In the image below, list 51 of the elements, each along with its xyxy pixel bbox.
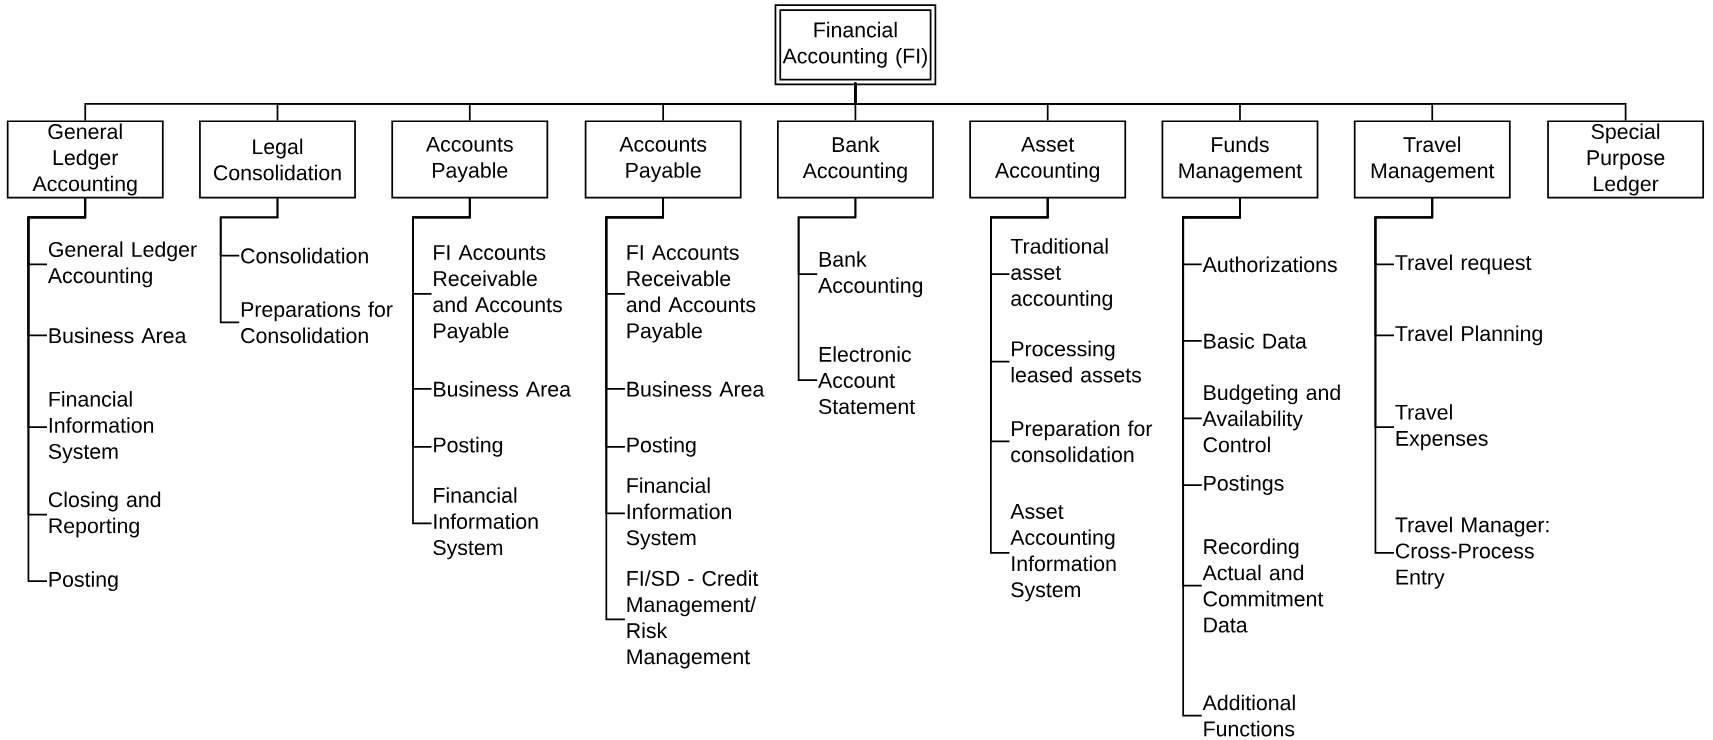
connector-line bbox=[990, 197, 1049, 554]
category-box: Accounts Payable bbox=[391, 120, 549, 199]
category-box: Bank Accounting bbox=[777, 120, 934, 199]
subcategory-label: Financial Information System bbox=[48, 391, 154, 464]
connector-line bbox=[1374, 197, 1434, 554]
subcategory-label: Posting bbox=[434, 437, 503, 457]
subcategory-label: FI Accounts Receivable and Accounts Payable bbox=[433, 245, 562, 343]
connector-line bbox=[1182, 197, 1241, 717]
subcategory-label: Preparation for consolidation bbox=[1011, 420, 1153, 463]
category-box: Accounts Payable bbox=[584, 120, 742, 199]
subcategory-label: Travel Planning bbox=[1395, 325, 1542, 346]
category-box: General Ledger Accounting bbox=[6, 120, 164, 199]
subcategory-label: Travel request bbox=[1395, 254, 1532, 275]
root-box: Financial Accounting (FI) bbox=[774, 4, 937, 86]
subcategory-label: Bank Accounting bbox=[818, 251, 923, 298]
subcategory-label: Processing leased assets bbox=[1011, 340, 1141, 383]
subcategory-label: Posting bbox=[49, 571, 118, 592]
subcategory-label: Financial Information System bbox=[433, 487, 538, 560]
subcategory-label: FI Accounts Receivable and Accounts Payable bbox=[626, 245, 756, 343]
connector-line bbox=[27, 197, 87, 583]
subcategory-label: Electronic Account Statement bbox=[818, 346, 916, 415]
subcategory-label: Financial Information System bbox=[626, 477, 731, 550]
subcategory-label: Authorizations bbox=[1202, 256, 1337, 273]
subcategory-label: Travel Manager: Cross-Process Entry bbox=[1395, 516, 1549, 590]
subcategory-label: Recording Actual and Commitment Data bbox=[1202, 538, 1324, 633]
subcategory-label: Business Area bbox=[434, 381, 571, 397]
subcategory-label: Business Area bbox=[627, 381, 765, 397]
subcategory-label: Posting bbox=[627, 437, 696, 457]
connector-line bbox=[605, 197, 664, 621]
subcategory-label: Traditional asset accounting bbox=[1010, 238, 1112, 311]
subcategory-label: General Ledger Accounting bbox=[47, 241, 197, 288]
category-box: Legal Consolidation bbox=[199, 120, 356, 199]
category-box: Funds Management bbox=[1161, 120, 1319, 199]
subcategory-label: Closing and Reporting bbox=[48, 491, 161, 538]
subcategory-label: Postings bbox=[1204, 475, 1284, 496]
connector-line bbox=[219, 197, 279, 324]
subcategory-label: Asset Accounting Information System bbox=[1010, 504, 1116, 602]
connector-line bbox=[854, 82, 1627, 122]
connector-line bbox=[412, 197, 471, 525]
subcategory-label: Business Area bbox=[49, 327, 187, 344]
subcategory-label: Travel Expenses bbox=[1395, 404, 1488, 451]
subcategory-label: Budgeting and Availability Control bbox=[1202, 384, 1340, 453]
connector-line bbox=[797, 197, 857, 382]
subcategory-label: FI/SD - Credit Management/ Risk Management bbox=[627, 570, 759, 669]
subcategory-label: Additional Functions bbox=[1202, 694, 1295, 737]
subcategory-label: Consolidation bbox=[241, 248, 368, 264]
category-box: Special Purpose Ledger bbox=[1547, 120, 1705, 199]
subcategory-label: Preparations for Consolidation bbox=[241, 301, 393, 344]
category-box: Travel Management bbox=[1353, 120, 1511, 199]
subcategory-label: Basic Data bbox=[1204, 333, 1307, 349]
category-box: Asset Accounting bbox=[969, 120, 1127, 199]
